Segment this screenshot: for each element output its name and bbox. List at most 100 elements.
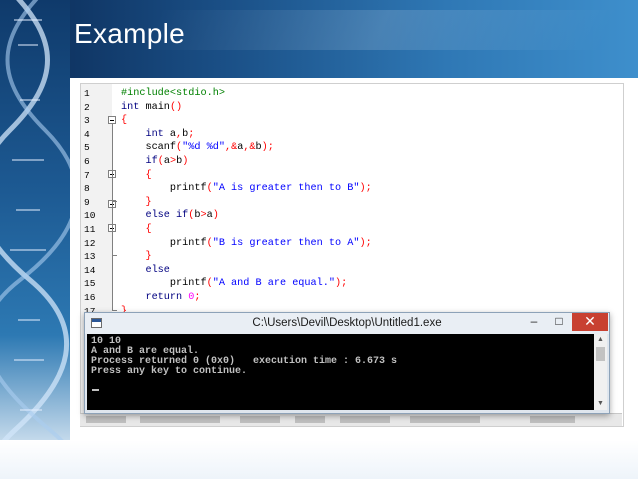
scroll-up-arrow-icon[interactable]: ▲ xyxy=(597,336,604,343)
console-title: C:\Users\Devil\Desktop\Untitled1.exe xyxy=(252,317,442,329)
code-token: if xyxy=(121,156,158,167)
line-number: 4 xyxy=(84,128,90,140)
code-token: ( xyxy=(206,278,213,290)
line-number: 13 xyxy=(84,251,96,263)
console-titlebar[interactable]: C:\Users\Devil\Desktop\Untitled1.exe – □… xyxy=(85,313,609,334)
code-line: int main() xyxy=(121,101,182,115)
line-number: 15 xyxy=(84,278,96,290)
scroll-down-arrow-icon[interactable]: ▼ xyxy=(597,400,604,407)
code-token: int xyxy=(121,101,146,113)
editor-status-bar xyxy=(80,413,622,426)
console-cursor xyxy=(92,389,99,391)
code-token: b xyxy=(176,156,183,167)
code-token: ) xyxy=(182,156,189,167)
fold-toggle-icon[interactable] xyxy=(108,116,116,124)
code-line: } xyxy=(121,196,152,210)
code-token: ; xyxy=(194,292,201,303)
line-number: 2 xyxy=(84,101,90,113)
console-scrollbar[interactable]: ▲ ▼ xyxy=(594,334,607,410)
code-line: return 0; xyxy=(121,291,201,305)
code-token: a xyxy=(169,128,177,140)
line-number: 3 xyxy=(84,115,90,127)
code-token: ( xyxy=(157,156,164,167)
maximize-button[interactable]: □ xyxy=(555,314,563,328)
console-output-line: Process returned 0 (0x0) execution time … xyxy=(91,356,398,367)
status-segment xyxy=(240,416,280,423)
code-token: else xyxy=(121,264,170,276)
code-token: b xyxy=(182,128,189,140)
header-light-streak xyxy=(140,10,620,50)
code-token: ); xyxy=(335,278,348,290)
dna-helix-decoration xyxy=(0,0,70,479)
minimize-button[interactable]: – xyxy=(530,314,538,328)
fold-guide-line xyxy=(112,124,113,310)
line-number: 9 xyxy=(84,196,90,208)
code-token: scanf xyxy=(121,142,177,154)
line-number: 5 xyxy=(84,142,90,154)
line-number: 16 xyxy=(84,292,96,303)
code-token: () xyxy=(169,101,183,113)
code-line: printf("A and B are equal."); xyxy=(121,277,347,291)
code-token: int xyxy=(121,128,170,140)
console-output-line: Press any key to continue. xyxy=(91,366,248,377)
line-number: 10 xyxy=(84,210,96,222)
code-token: ,& xyxy=(243,142,256,154)
fold-end-marker xyxy=(112,310,117,311)
status-segment xyxy=(410,416,480,423)
code-token: } xyxy=(121,306,127,317)
code-token: > xyxy=(200,210,207,222)
code-token: a xyxy=(237,142,244,154)
console-output-line: 10 10 xyxy=(91,336,122,347)
code-token: "B is greater then to A" xyxy=(212,237,360,249)
code-line: { xyxy=(121,114,127,128)
code-token: ); xyxy=(261,142,274,154)
code-token: 0 xyxy=(188,292,195,303)
close-button[interactable]: ✕ xyxy=(572,313,608,331)
code-token: printf xyxy=(121,278,207,290)
status-segment xyxy=(295,416,325,423)
code-token: ( xyxy=(206,237,213,249)
line-number: 17 xyxy=(81,305,108,319)
status-segment xyxy=(530,416,575,423)
code-token: "%d %d" xyxy=(182,142,225,154)
code-token: main xyxy=(145,101,170,113)
code-line: int a,b; xyxy=(121,128,194,142)
status-segment xyxy=(340,416,390,423)
console-window[interactable]: C:\Users\Devil\Desktop\Untitled1.exe – □… xyxy=(84,312,610,414)
code-token: ; xyxy=(188,128,195,140)
code-line: else xyxy=(121,264,170,278)
code-token: } xyxy=(121,251,152,263)
code-line: #include<stdio.h> xyxy=(121,87,225,101)
code-token: "A and B are equal." xyxy=(212,278,335,290)
code-token: b xyxy=(255,142,262,154)
code-line: scanf("%d %d",&a,&b); xyxy=(121,141,274,155)
code-token: { xyxy=(121,169,152,181)
code-token: a xyxy=(206,210,213,222)
code-line: printf("B is greater then to A"); xyxy=(121,237,372,251)
line-number: 11 xyxy=(84,224,96,235)
status-segment xyxy=(140,416,220,423)
code-line: { xyxy=(121,223,151,237)
line-number: 1 xyxy=(84,88,90,99)
code-token: { xyxy=(121,115,128,127)
code-token: ,& xyxy=(224,142,238,154)
code-token: ( xyxy=(206,183,213,195)
code-line: } xyxy=(121,305,127,319)
code-token: a xyxy=(163,156,170,167)
status-segment xyxy=(86,416,126,423)
code-token: ); xyxy=(359,237,372,249)
console-output-line: A and B are equal. xyxy=(91,346,200,357)
console-app-icon[interactable] xyxy=(91,318,102,328)
fold-end-marker xyxy=(112,201,117,202)
line-number: 7 xyxy=(84,169,90,181)
code-line: else if(b>a) xyxy=(121,209,218,223)
code-text-area[interactable]: #include<stdio.h>int main(){ int a,b; sc… xyxy=(121,84,623,426)
scrollbar-thumb[interactable] xyxy=(596,347,605,361)
code-token: return xyxy=(121,292,189,303)
console-output[interactable]: 10 10 A and B are equal. Process returne… xyxy=(87,334,594,410)
code-token: "A is greater then to B" xyxy=(212,183,360,195)
slide-bottom-fade xyxy=(0,440,638,479)
code-token: b xyxy=(194,210,201,222)
code-token: } xyxy=(121,196,152,208)
